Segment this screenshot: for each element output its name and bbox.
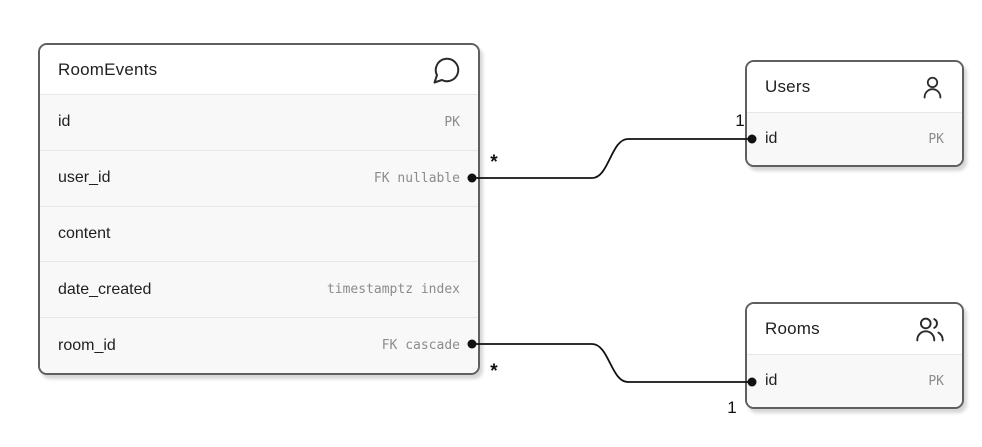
column-annotation: PK xyxy=(444,114,460,130)
cardinality-label-many: * xyxy=(490,361,498,382)
column-annotation: timestamptz index xyxy=(326,282,460,298)
column-row-id[interactable]: id PK xyxy=(40,94,478,150)
column-row-room-id[interactable]: room_id FK cascade xyxy=(40,317,478,373)
column-annotation: FK cascade xyxy=(381,338,460,354)
relationship-line-room[interactable] xyxy=(472,343,752,383)
table-rooms[interactable]: Rooms id PK xyxy=(745,302,964,409)
table-users[interactable]: Users id PK xyxy=(745,60,964,167)
table-title: Users xyxy=(765,77,811,96)
users-icon xyxy=(914,315,946,344)
column-annotation: FK nullable xyxy=(373,170,460,186)
column-name: id xyxy=(58,113,71,131)
column-name: content xyxy=(58,224,111,242)
table-title: Rooms xyxy=(765,319,820,338)
column-name: id xyxy=(765,372,778,389)
cardinality-label-one: 1 xyxy=(735,111,744,130)
column-row-id[interactable]: id PK xyxy=(747,354,962,407)
column-annotation: PK xyxy=(928,373,944,389)
message-circle-icon xyxy=(432,55,462,85)
relationship-line-user[interactable] xyxy=(472,138,752,179)
table-roomevents[interactable]: RoomEvents id PK user_id FK nullable con… xyxy=(38,43,480,375)
table-header[interactable]: Users xyxy=(747,62,962,112)
column-row-id[interactable]: id PK xyxy=(747,112,962,165)
column-name: date_created xyxy=(58,280,152,298)
table-header[interactable]: Rooms xyxy=(747,304,962,354)
column-annotation: PK xyxy=(928,131,944,147)
column-row-date-created[interactable]: date_created timestamptz index xyxy=(40,261,478,318)
user-icon xyxy=(919,74,946,101)
column-name: room_id xyxy=(58,336,116,354)
column-row-user-id[interactable]: user_id FK nullable xyxy=(40,149,478,206)
cardinality-label-many: * xyxy=(490,152,498,173)
column-row-content[interactable]: content xyxy=(40,205,478,262)
column-name: user_id xyxy=(58,169,111,187)
table-title: RoomEvents xyxy=(58,59,158,79)
table-header[interactable]: RoomEvents xyxy=(40,45,478,94)
column-name: id xyxy=(765,130,778,147)
cardinality-label-one: 1 xyxy=(727,398,736,417)
